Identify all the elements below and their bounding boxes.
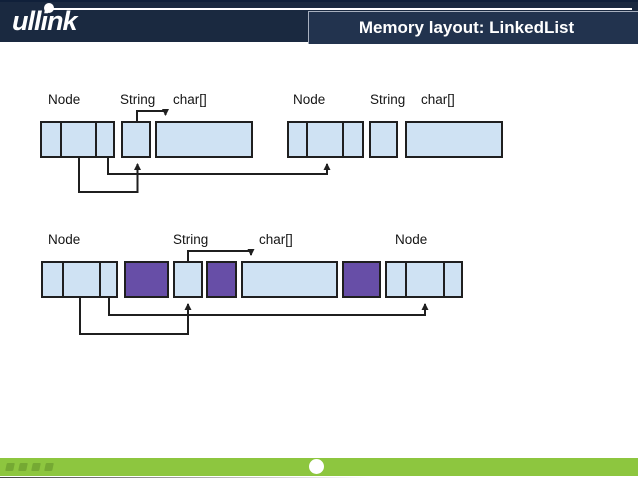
row2-purple-block-1 — [124, 261, 169, 298]
node-cell — [443, 261, 463, 298]
header-rule — [53, 8, 632, 10]
row1-chararray1-label: char[] — [173, 92, 207, 107]
node-cell — [342, 121, 364, 158]
footer-mark-icon — [5, 463, 15, 471]
arrow-row1-node1-to-string1 — [78, 158, 141, 193]
row1-chararray1-block — [155, 121, 253, 158]
row1-string2-block — [369, 121, 398, 158]
row1-chararray2-block — [405, 121, 503, 158]
header-bar: ullink Memory layout: LinkedList — [0, 0, 638, 44]
node-cell — [62, 261, 101, 298]
footer-mark-icon — [44, 463, 54, 471]
logo-dot-icon — [44, 3, 54, 13]
node-cell — [40, 121, 62, 158]
slide-title-box: Memory layout: LinkedList — [308, 11, 638, 44]
row1-node2-label: Node — [293, 92, 326, 107]
node-cell — [405, 261, 445, 298]
node-cell — [60, 121, 97, 158]
arrow-row2-string-to-chararray — [187, 249, 255, 261]
node-cell — [41, 261, 64, 298]
footer-mark-icon — [18, 463, 28, 471]
node-cell — [99, 261, 118, 298]
arrow-row1-node1-to-node2 — [107, 158, 331, 175]
row1-node2-block — [287, 121, 364, 158]
row2-chararray-block — [241, 261, 338, 298]
row1-string2-label: String — [370, 92, 406, 107]
row1-chararray2-label: char[] — [421, 92, 455, 107]
row2-chararray-label: char[] — [259, 232, 293, 247]
row1-node1-block — [40, 121, 115, 158]
node-cell — [95, 121, 115, 158]
row1-node1-label: Node — [48, 92, 81, 107]
row2-purple-block-3 — [342, 261, 381, 298]
row1-string1-block — [121, 121, 151, 158]
arrow-row2-node1-to-node2 — [108, 298, 429, 316]
row2-purple-block-2 — [206, 261, 237, 298]
row2-node1-block — [41, 261, 118, 298]
node-cell — [385, 261, 407, 298]
row2-string-label: String — [173, 232, 209, 247]
node-cell — [287, 121, 308, 158]
arrow-row1-string1-to-chararray1 — [136, 109, 169, 121]
page-title: Memory layout: LinkedList — [358, 18, 575, 37]
row2-node1-label: Node — [48, 232, 81, 247]
footer-mark-icon — [31, 463, 41, 471]
arrow-row2-node1-to-string — [79, 298, 192, 335]
row1-string1-label: String — [120, 92, 156, 107]
row2-node2-label: Node — [395, 232, 428, 247]
row2-node2-block — [385, 261, 463, 298]
node-cell — [306, 121, 344, 158]
row2-string-block — [173, 261, 203, 298]
footer-marks — [5, 463, 54, 471]
footer-dot-icon — [309, 459, 324, 474]
